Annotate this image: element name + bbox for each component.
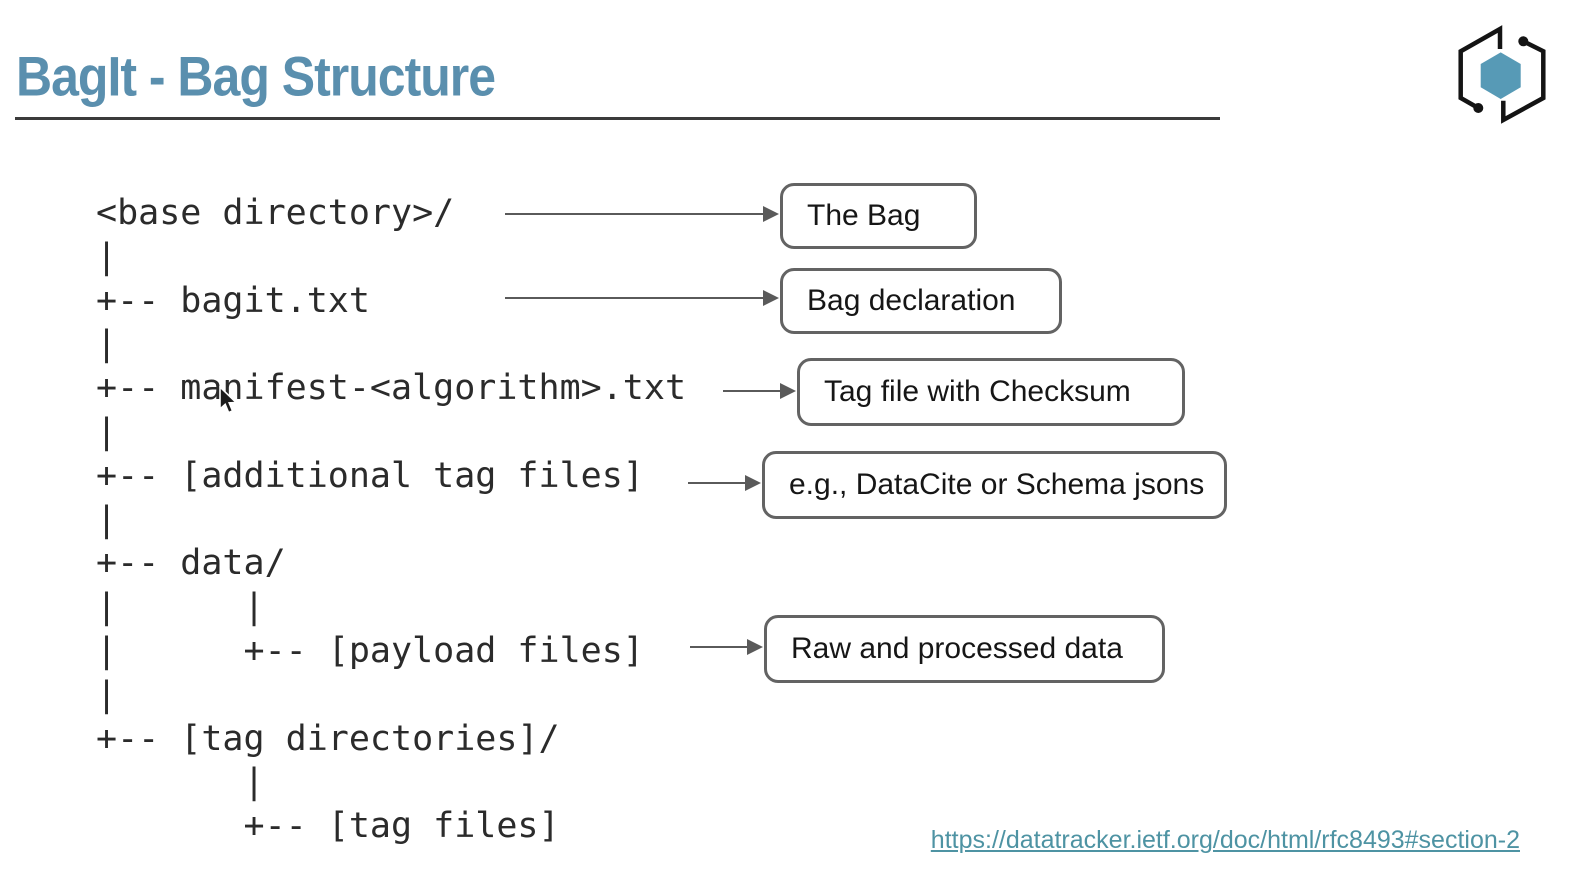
callout-datacite-schema-label: e.g., DataCite or Schema jsons	[789, 468, 1205, 501]
bag-directory-tree: <base directory>/ | +-- bagit.txt | +-- …	[96, 193, 687, 847]
callout-tag-file-checksum: Tag file with Checksum	[797, 358, 1185, 426]
callout-raw-processed-data-label: Raw and processed data	[791, 632, 1123, 665]
mouse-cursor-icon	[219, 386, 239, 414]
arrow-bagit-txt	[505, 290, 779, 306]
title-divider	[15, 117, 1220, 120]
arrow-payload-files	[690, 639, 763, 655]
callout-tag-file-checksum-label: Tag file with Checksum	[824, 375, 1131, 408]
page-title: BagIt - Bag Structure	[16, 45, 496, 108]
logo-hexagon	[1480, 52, 1521, 99]
callout-bag-declaration: Bag declaration	[780, 268, 1062, 334]
arrow-additional-tag-files	[688, 475, 761, 491]
hexagon-circuit-logo-icon	[1458, 25, 1546, 124]
arrow-base-directory	[505, 206, 779, 222]
callout-bag-declaration-label: Bag declaration	[807, 284, 1016, 317]
rfc-source-link[interactable]: https://datatracker.ietf.org/doc/html/rf…	[930, 826, 1520, 854]
callout-the-bag: The Bag	[780, 183, 977, 249]
callout-the-bag-label: The Bag	[807, 199, 921, 232]
callout-raw-processed-data: Raw and processed data	[764, 615, 1165, 683]
callout-datacite-schema: e.g., DataCite or Schema jsons	[762, 451, 1227, 519]
arrow-manifest	[723, 383, 796, 399]
